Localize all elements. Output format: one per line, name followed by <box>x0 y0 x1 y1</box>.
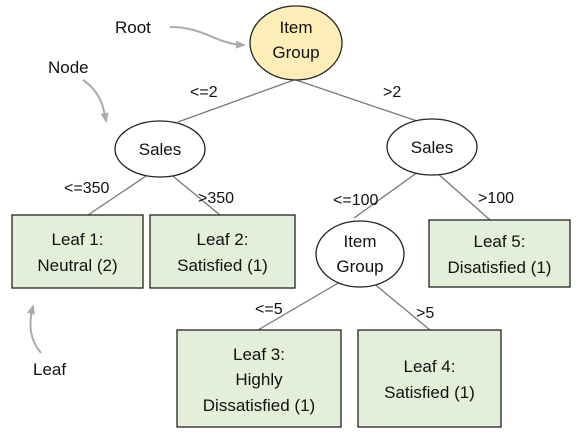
item-group-node-shape <box>315 220 405 288</box>
leaf-annotation-arrow <box>27 304 42 354</box>
node-annotation-label: Node <box>48 58 89 77</box>
leaf-2-box <box>149 214 296 289</box>
annotation-arrows <box>27 26 246 354</box>
leaf-2-label-line1: Leaf 2: <box>197 230 249 249</box>
sales-left-node-shape <box>114 120 206 178</box>
leaf-2-label-line2: Satisfied (1) <box>177 256 268 275</box>
leaf-5-label-line1: Leaf 5: <box>474 232 526 251</box>
leaf-4-label-line1: Leaf 4: <box>404 357 456 376</box>
item-group-node: Item Group <box>315 220 405 288</box>
sales-left-node-label: Sales <box>139 140 182 159</box>
edge-label-sales-right-left: <=100 <box>333 192 378 209</box>
edge-label-sales-left-right: >350 <box>198 190 234 207</box>
edge-sales-left-to-leaf2 <box>167 171 221 216</box>
root-node-label-line2: Group <box>272 43 319 62</box>
edge-sales-left-to-leaf1 <box>87 171 153 216</box>
leaf-3-label-line3: Dissatisfied (1) <box>203 396 315 415</box>
root-node: Item Group <box>249 5 343 81</box>
edge-label-sales-left-left: <=350 <box>64 180 109 197</box>
leaf-4-box <box>357 329 502 428</box>
leaf-1-label-line1: Leaf 1: <box>52 230 104 249</box>
leaf-3-label-line2: Highly <box>235 370 283 389</box>
root-node-label-line1: Item <box>279 18 312 37</box>
edge-sales-right-to-leaf5 <box>435 171 491 221</box>
item-group-node-label-line1: Item <box>343 232 376 251</box>
sales-right-node-label: Sales <box>411 138 454 157</box>
sales-right-node: Sales <box>386 118 478 176</box>
leaf-2: Leaf 2: Satisfied (1) <box>149 214 296 289</box>
leaf-5: Leaf 5: Disatisfied (1) <box>428 219 571 288</box>
leaf-3-box <box>176 329 342 428</box>
leaf-5-label-line2: Disatisfied (1) <box>448 258 552 277</box>
edge-item-group-to-leaf3 <box>257 281 341 331</box>
leaf-5-box <box>428 219 571 288</box>
edge-item-group-to-leaf4 <box>371 281 431 331</box>
edges <box>87 79 491 331</box>
edge-sales-right-to-item-group <box>353 171 419 219</box>
leaf-1-label-line2: Neutral (2) <box>37 256 117 275</box>
item-group-node-label-line2: Group <box>336 257 383 276</box>
edge-label-root-right: >2 <box>383 84 401 101</box>
leaf-3-label-line1: Leaf 3: <box>233 345 285 364</box>
leaf-1-box <box>11 214 144 289</box>
sales-left-node: Sales <box>114 120 206 178</box>
root-annotation-arrow <box>169 26 246 49</box>
edge-label-item-group-left: <=5 <box>255 301 283 318</box>
leaf-4-label-line2: Satisfied (1) <box>384 383 475 402</box>
leaf-4: Leaf 4: Satisfied (1) <box>357 329 502 428</box>
edge-label-sales-right-right: >100 <box>478 190 514 207</box>
root-annotation-label: Root <box>115 18 151 37</box>
leaf-1: Leaf 1: Neutral (2) <box>11 214 144 289</box>
sales-right-node-shape <box>386 118 478 176</box>
edge-root-to-sales-left <box>177 79 295 123</box>
root-node-shape <box>249 5 343 81</box>
edge-label-root-left: <=2 <box>190 84 218 101</box>
leaf-annotation-label: Leaf <box>33 360 66 379</box>
edge-label-item-group-right: >5 <box>416 305 434 322</box>
node-annotation-arrow <box>82 79 109 123</box>
leaf-3: Leaf 3: Highly Dissatisfied (1) <box>176 329 342 428</box>
edge-root-to-sales-right <box>295 79 421 123</box>
